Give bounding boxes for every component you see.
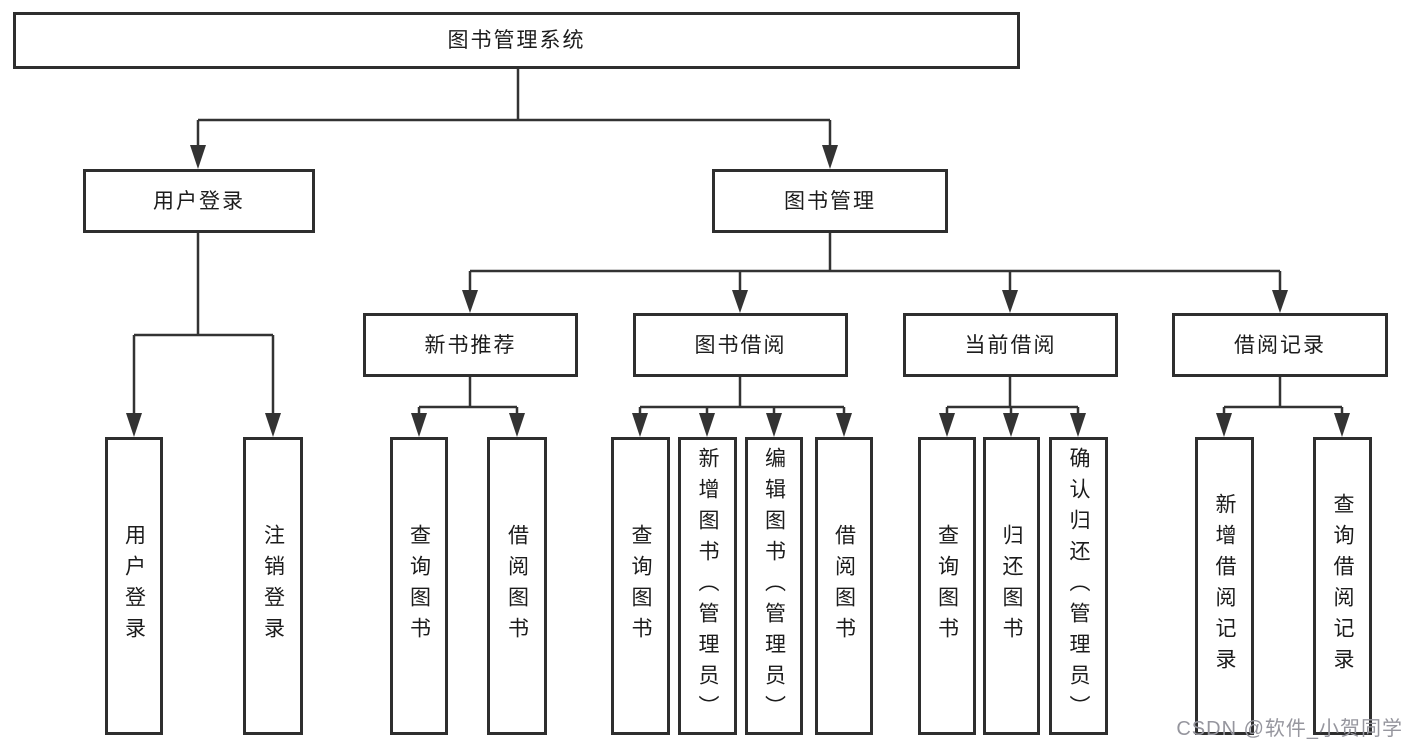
leaf-edit-book-admin: 编辑图书（管理员） — [745, 437, 803, 735]
leaf-return-books-label: 归还图书 — [1000, 524, 1023, 648]
leaf-add-borrow-record: 新增借阅记录 — [1195, 437, 1254, 735]
node-root: 图书管理系统 — [13, 12, 1020, 69]
node-book-borrow-label: 图书借阅 — [694, 333, 787, 357]
watermark: CSDN @软件_小贺同学 — [1176, 718, 1403, 740]
node-user-login-label: 用户登录 — [153, 189, 245, 213]
leaf-user-login-label: 用户登录 — [122, 524, 146, 648]
node-current-borrow: 当前借阅 — [903, 313, 1118, 377]
node-root-label: 图书管理系统 — [447, 29, 586, 52]
leaf-query-books-recommend: 查询图书 — [390, 437, 448, 735]
leaf-borrow-books-recommend: 借阅图书 — [487, 437, 547, 735]
leaf-borrow-books-label: 借阅图书 — [832, 524, 856, 648]
leaf-query-books-borrow-label: 查询图书 — [629, 524, 652, 648]
leaf-add-book-admin: 新增图书（管理员） — [678, 437, 737, 735]
node-user-login: 用户登录 — [83, 169, 315, 233]
leaf-user-login: 用户登录 — [105, 437, 163, 735]
node-current-borrow-label: 当前借阅 — [964, 333, 1057, 357]
leaf-query-borrow-record-label: 查询借阅记录 — [1331, 493, 1354, 679]
leaf-query-borrow-record: 查询借阅记录 — [1313, 437, 1372, 735]
leaf-logout-label: 注销登录 — [261, 524, 285, 648]
node-book-borrow: 图书借阅 — [633, 313, 848, 377]
leaf-confirm-return-admin-label: 确认归还（管理员） — [1067, 446, 1090, 726]
node-book-management-label: 图书管理 — [784, 189, 876, 213]
leaf-edit-book-admin-label: 编辑图书（管理员） — [762, 446, 786, 726]
leaf-borrow-books-recommend-label: 借阅图书 — [505, 524, 529, 648]
leaf-logout: 注销登录 — [243, 437, 303, 735]
leaf-query-books-current-label: 查询图书 — [935, 524, 959, 648]
leaf-query-books-borrow: 查询图书 — [611, 437, 670, 735]
node-borrow-records: 借阅记录 — [1172, 313, 1388, 377]
node-book-management: 图书管理 — [712, 169, 948, 233]
leaf-query-books-current: 查询图书 — [918, 437, 976, 735]
node-new-book-recommend-label: 新书推荐 — [424, 333, 517, 357]
leaf-add-book-admin-label: 新增图书（管理员） — [696, 446, 719, 726]
node-borrow-records-label: 借阅记录 — [1234, 333, 1326, 357]
node-new-book-recommend: 新书推荐 — [363, 313, 578, 377]
leaf-return-books: 归还图书 — [983, 437, 1040, 735]
leaf-borrow-books: 借阅图书 — [815, 437, 873, 735]
leaf-confirm-return-admin: 确认归还（管理员） — [1049, 437, 1108, 735]
leaf-add-borrow-record-label: 新增借阅记录 — [1213, 493, 1236, 679]
leaf-query-books-recommend-label: 查询图书 — [407, 524, 431, 648]
